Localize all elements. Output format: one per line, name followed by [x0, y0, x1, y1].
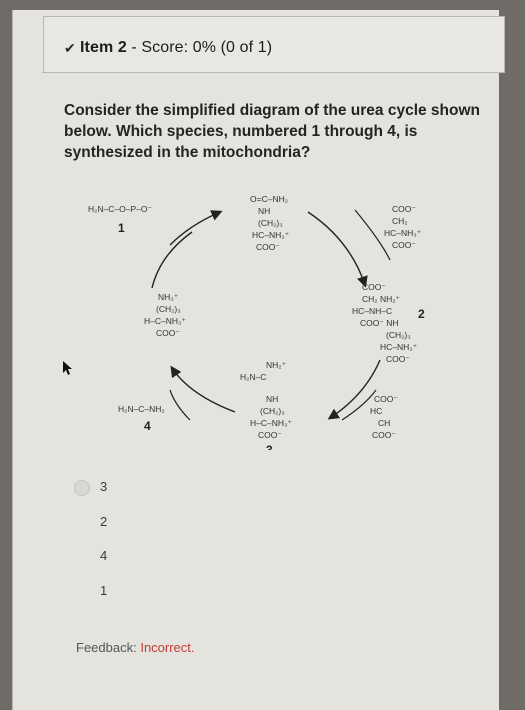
species-2-number: 2	[418, 307, 425, 321]
arrow-ornithine-in	[151, 231, 193, 289]
arrow-cp-to-citrulline	[169, 210, 223, 246]
fumarate-line-1: COO⁻	[374, 394, 398, 404]
arginine-line-3: NH	[266, 394, 278, 404]
argsucc-line-5: (CH₂)₃	[386, 330, 411, 340]
arrow-urea-out	[169, 389, 191, 421]
citrulline-line-4: HC–NH₃⁺	[252, 230, 290, 240]
arrow-citrulline-to-argsucc	[307, 211, 368, 288]
citrulline-line-3: (CH₂)₃	[258, 218, 283, 228]
argsucc-line-1: COO⁻	[362, 282, 386, 292]
arrow-fumarate-out	[341, 389, 377, 421]
aspartate-line-4: COO⁻	[392, 240, 416, 250]
ornithine-line-1: NH₃⁺	[158, 292, 179, 302]
ornithine-line-3: H–C–NH₃⁺	[144, 316, 186, 326]
argsucc-line-2: CH₂ NH₂⁺	[362, 294, 401, 304]
option-label: 2	[100, 513, 108, 529]
aspartate-line-2: CH₂	[392, 216, 408, 226]
fumarate-line-2: HC	[370, 406, 382, 416]
mouse-cursor-icon	[63, 361, 72, 375]
option-label: 3	[100, 479, 108, 494]
carbamoyl-phosphate-formula: H₂N–C–O–P–O⁻	[88, 204, 153, 214]
header-divider	[42, 72, 504, 73]
radio-button[interactable]	[74, 480, 90, 496]
arrow-argsucc-to-arginine	[327, 359, 381, 420]
urea-cycle-diagram: H₂N–C–O–P–O⁻ 1 O=C–NH₂ NH (CH₂)₃ HC–NH₃⁺…	[80, 190, 490, 457]
feedback-value: Incorrect.	[140, 640, 195, 655]
aspartate-line-3: HC–NH₃⁺	[384, 228, 422, 238]
species-4-number: 4	[144, 419, 151, 433]
species-3-number: 3	[266, 443, 273, 450]
option-label: 1	[100, 582, 108, 598]
option-label: 4	[100, 548, 108, 563]
question-text: Consider the simplified diagram of the u…	[64, 102, 481, 161]
citrulline-line-2: NH	[258, 206, 270, 216]
item-separator: -	[126, 39, 142, 56]
fumarate-line-3: CH	[378, 418, 390, 428]
feedback: Feedback: Incorrect.	[76, 640, 195, 655]
arginine-line-2: H₂N–C	[240, 372, 266, 382]
argsucc-line-3: HC–NH–C	[352, 306, 392, 316]
urea-formula: H₂N–C–NH₂	[118, 404, 165, 414]
question-sheet: ✔ Item 2 - Score: 0% (0 of 1)	[12, 10, 505, 710]
chevron-down-icon[interactable]: ✔	[64, 40, 76, 56]
arginine-line-6: COO⁻	[258, 430, 282, 440]
arginine-line-4: (CH₂)₃	[260, 406, 285, 416]
argsucc-line-6: HC–NH₃⁺	[380, 342, 418, 352]
argsucc-line-7: COO⁻	[386, 354, 410, 364]
arrow-aspartate-in	[354, 209, 391, 261]
score-label: Score: 0% (0 of 1)	[141, 39, 273, 56]
arginine-line-1: NH₂⁺	[266, 360, 287, 370]
fumarate-line-4: COO⁻	[372, 430, 396, 440]
ornithine-line-4: COO⁻	[156, 328, 180, 338]
feedback-label: Feedback:	[76, 640, 141, 655]
radio-button[interactable]	[74, 515, 90, 531]
argsucc-line-4: COO⁻ NH	[360, 318, 399, 328]
urea-cycle-svg: H₂N–C–O–P–O⁻ 1 O=C–NH₂ NH (CH₂)₃ HC–NH₃⁺…	[88, 194, 425, 457]
aspartate-line-1: COO⁻	[392, 204, 416, 214]
species-1-number: 1	[118, 221, 125, 235]
arrow-arginine-to-ornithine	[170, 365, 236, 413]
item-header[interactable]: ✔ Item 2 - Score: 0% (0 of 1)	[43, 16, 505, 73]
radio-button[interactable]	[74, 584, 90, 600]
item-label: Item 2	[80, 39, 127, 56]
radio-button[interactable]	[74, 549, 90, 565]
citrulline-line-1: O=C–NH₂	[250, 194, 288, 204]
ornithine-line-2: (CH₂)₃	[156, 304, 181, 314]
arginine-line-5: H–C–NH₃⁺	[250, 418, 292, 428]
citrulline-line-5: COO⁻	[256, 242, 280, 252]
item-title: Item 2 - Score: 0% (0 of 1)	[80, 39, 272, 57]
